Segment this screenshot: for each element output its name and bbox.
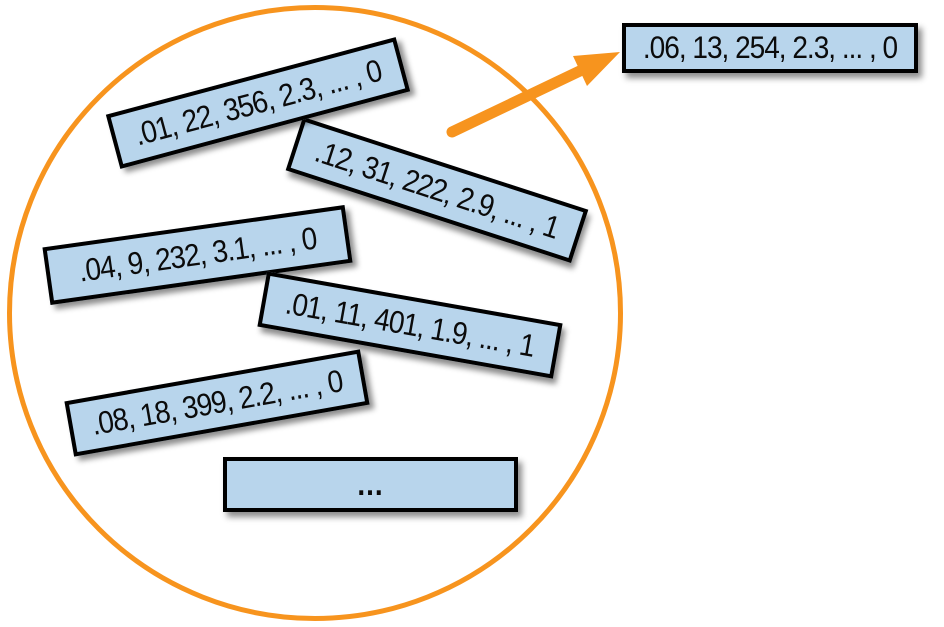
sampled-vector-box: .06, 13, 254, 2.3, ... , 0 [622,23,918,73]
sampled-vector-label: .06, 13, 254, 2.3, ... , 0 [642,30,898,65]
dataset-circle [7,5,623,621]
feature-vector-ellipsis-box: ... [223,457,518,512]
ellipsis-label: ... [357,466,384,502]
